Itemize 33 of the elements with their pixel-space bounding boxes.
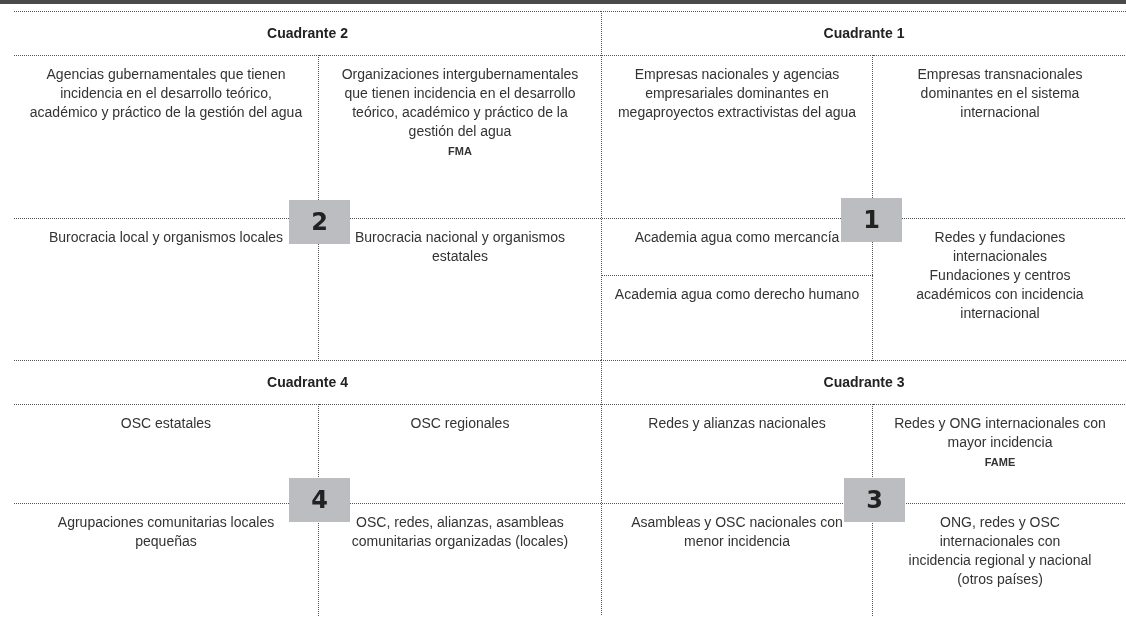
abbreviation-text: FMA <box>448 144 472 159</box>
cell-text: Agrupaciones comunitarias locales pequeñas <box>56 513 276 551</box>
cell-text: Academia agua como derecho humano <box>614 285 860 304</box>
cell-text: Empresas nacionales y agencias empresariales dominantes en megaproyectos extractivistas del agua <box>616 65 858 122</box>
cell-text: Redes y ONG internacionales con mayor incidencia <box>893 414 1107 452</box>
quadrant-number: 4 <box>289 478 350 522</box>
cell-text: OSC regionales <box>410 414 510 433</box>
quadrant-panel <box>601 360 1126 615</box>
cell-text: OSC, redes, alianzas, asambleas comunitarias organizadas (locales) <box>350 513 570 551</box>
abbreviation-text: FAME <box>984 455 1016 470</box>
quadrant-panel <box>601 11 1126 360</box>
cell-text: Burocracia local y organismos locales <box>48 228 284 247</box>
quadrant-number: 1 <box>841 198 902 242</box>
quadrant-heading: Cuadrante 3 <box>823 373 905 392</box>
cell-text: Empresas transnacionales dominantes en el sistema internacional <box>916 65 1084 122</box>
cell-text: Asambleas y OSC nacionales con menor incidencia <box>630 513 844 551</box>
cell-text: Organizaciones intergubernamentales que tienen incidencia en el desarrollo teórico, académico y práctico de la gestión del agua <box>340 65 580 141</box>
cell-text: Fundaciones y centros académicos con incidencia internacional <box>915 266 1085 323</box>
cell-text: Agencias gubernamentales que tienen incidencia en el desarrollo teórico, académico y práctico de la gestión del agua <box>28 65 304 122</box>
cell-text: Burocracia nacional y organismos estatales <box>353 228 567 266</box>
quadrant-number: 2 <box>289 200 350 244</box>
quadrant-number: 3 <box>844 478 905 522</box>
quadrant-heading: Cuadrante 4 <box>267 373 348 392</box>
category-cell <box>602 275 873 361</box>
quadrant-panel <box>14 11 601 360</box>
cell-text: Redes y fundaciones internacionales <box>933 228 1067 266</box>
cell-text: Redes y alianzas nacionales <box>648 414 826 433</box>
cell-text: OSC estatales <box>120 414 212 433</box>
cell-text: Academia agua como mercancía <box>634 228 840 247</box>
cell-text: ONG, redes y OSC internacionales con incidencia regional y nacional (otros países) <box>907 513 1093 589</box>
quadrant-panel <box>14 360 601 615</box>
quadrant-heading: Cuadrante 2 <box>267 24 348 43</box>
quadrant-heading: Cuadrante 1 <box>823 24 905 43</box>
